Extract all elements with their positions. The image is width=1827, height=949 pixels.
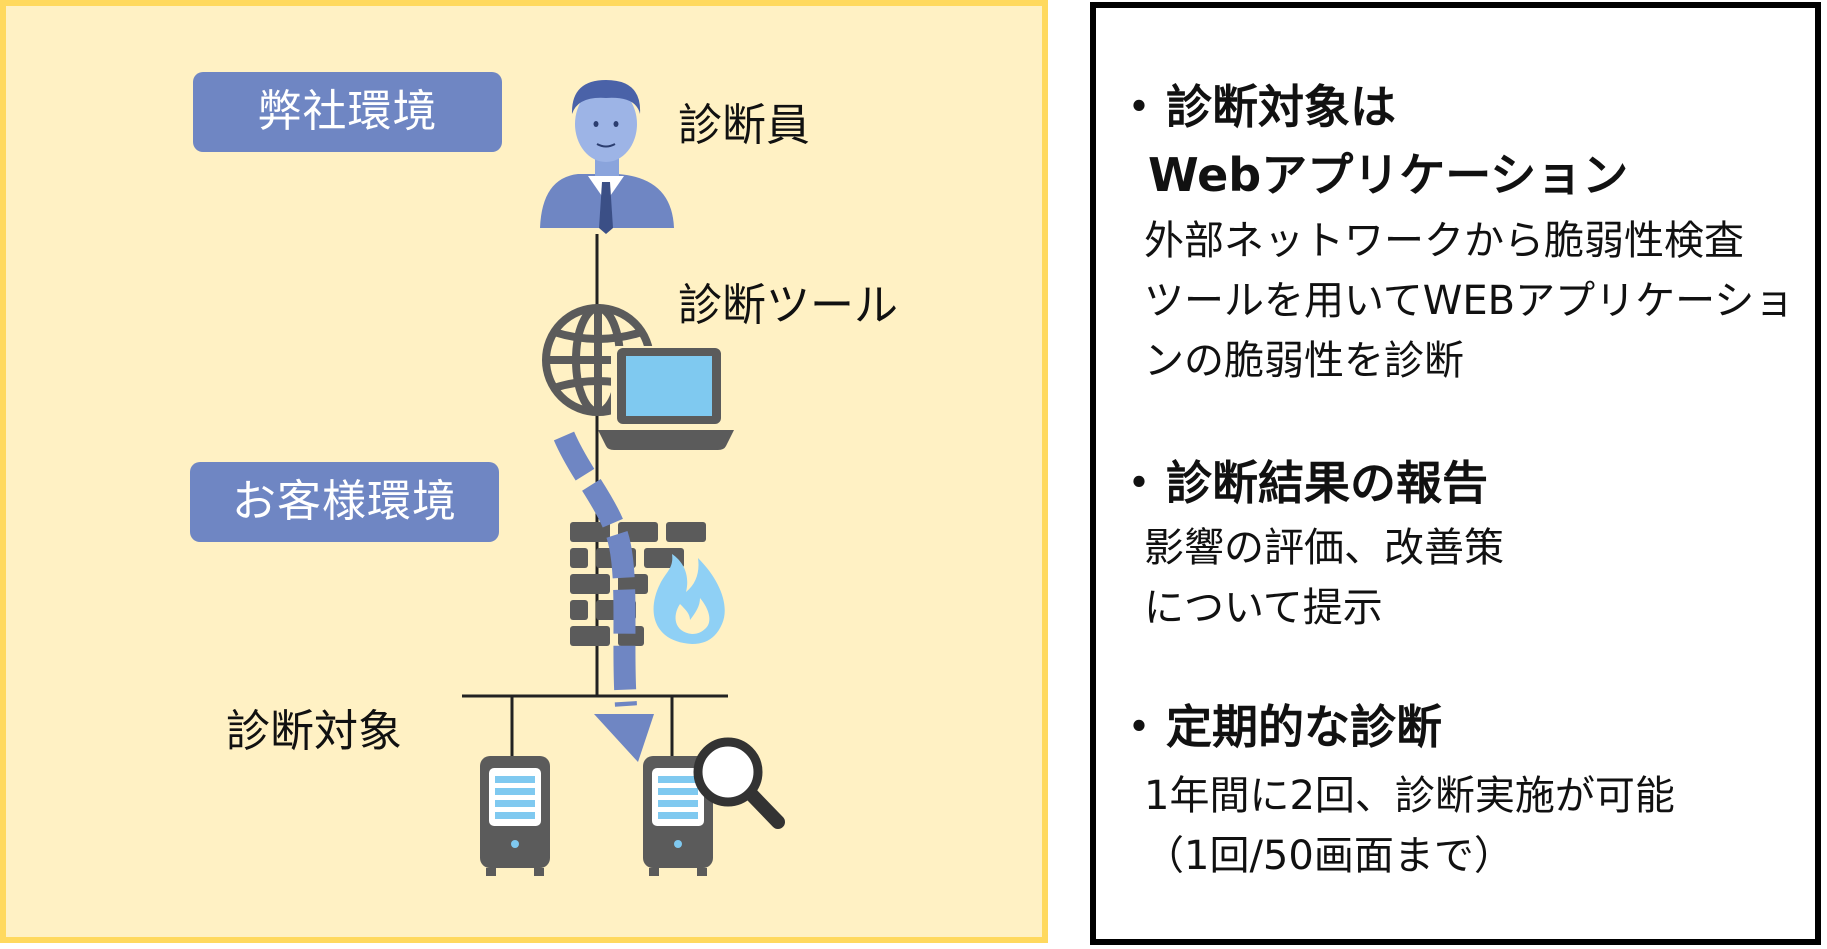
target-label: 診断対象 (226, 706, 402, 757)
section-line: 外部ネットワークから脆弱性検査 (1144, 218, 1744, 264)
section-line: ンの脆弱性を診断 (1144, 338, 1464, 384)
network-diagram (462, 80, 785, 876)
section-title: ・定期的な診断 (1116, 698, 1442, 756)
person-icon (540, 80, 674, 234)
bullet: ・ (1116, 456, 1162, 510)
info-panel: ・診断対象は Webアプリケーション 外部ネットワークから脆弱性検査 ツールを用… (1090, 2, 1821, 945)
section-line: （1回/50画面まで） (1144, 833, 1514, 879)
section-title-text: 定期的な診断 (1166, 700, 1442, 754)
company-environment-label: 弊社環境 (193, 72, 502, 152)
section-title-text: 診断結果の報告 (1166, 456, 1488, 510)
tool-label: 診断ツール (678, 280, 898, 331)
section-line: ツールを用いてWEBアプリケーショ (1144, 278, 1795, 324)
magnifier-icon (693, 737, 785, 829)
bullet: ・ (1116, 700, 1162, 754)
section-title: ・診断結果の報告 (1116, 454, 1488, 512)
data-flow-arrow (553, 431, 654, 762)
section-title-text: 診断対象は (1166, 80, 1396, 134)
bullet: ・ (1116, 80, 1162, 134)
section-title: ・診断対象は (1116, 78, 1396, 136)
section-subtitle: Webアプリケーション (1148, 148, 1629, 202)
flame-icon (653, 554, 725, 644)
section-line: 1年間に2回、診断実施が可能 (1144, 773, 1675, 819)
section-line: について提示 (1144, 585, 1383, 631)
section-line: 影響の評価、改善策 (1144, 525, 1504, 571)
server-icon (480, 756, 550, 876)
diagram-panel: 弊社環境 お客様環境 診断員 診断ツール 診断対象 (0, 0, 1048, 943)
server-icon (643, 756, 713, 876)
laptop-icon (598, 346, 734, 450)
customer-environment-label: お客様環境 (190, 462, 499, 542)
inspector-label: 診断員 (678, 100, 810, 151)
